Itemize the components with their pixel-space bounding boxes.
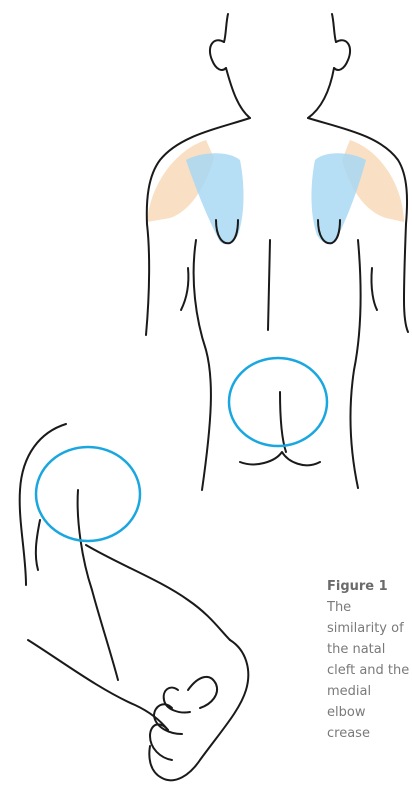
natal-cleft-line (280, 392, 286, 452)
figure-caption-label: Figure 1 (327, 579, 388, 594)
head-outline (224, 14, 228, 42)
back-fold-left (181, 268, 188, 310)
right-arm-outline (404, 224, 408, 332)
left-arm-outline (146, 224, 149, 335)
torso-left-side (194, 240, 211, 490)
elbow-crease-highlight (36, 447, 140, 541)
figure-caption: Figure 1 The similarity of the natal cle… (327, 576, 411, 744)
natal-cleft-highlight (229, 358, 327, 446)
head-outline (332, 14, 336, 42)
torso-right-side (351, 240, 361, 488)
forearm-outline (86, 545, 230, 640)
right-ear (334, 40, 350, 70)
forearm-outline (28, 640, 168, 730)
neck-outline (226, 68, 250, 118)
back-fold-right (371, 268, 377, 310)
neck-outline (308, 68, 334, 118)
figure-caption-text: The similarity of the natal cleft and th… (327, 600, 409, 741)
buttock-crease (240, 452, 320, 465)
elbow-arm-outline (78, 490, 118, 680)
left-ear (210, 40, 226, 70)
upper-arm-line (36, 520, 40, 570)
thumb-outline (188, 677, 217, 708)
finger-outline (150, 724, 172, 760)
finger-outline (164, 688, 190, 713)
spine-line (268, 240, 270, 330)
fist-outline (149, 640, 248, 780)
elbow-arm-outline (20, 424, 66, 585)
